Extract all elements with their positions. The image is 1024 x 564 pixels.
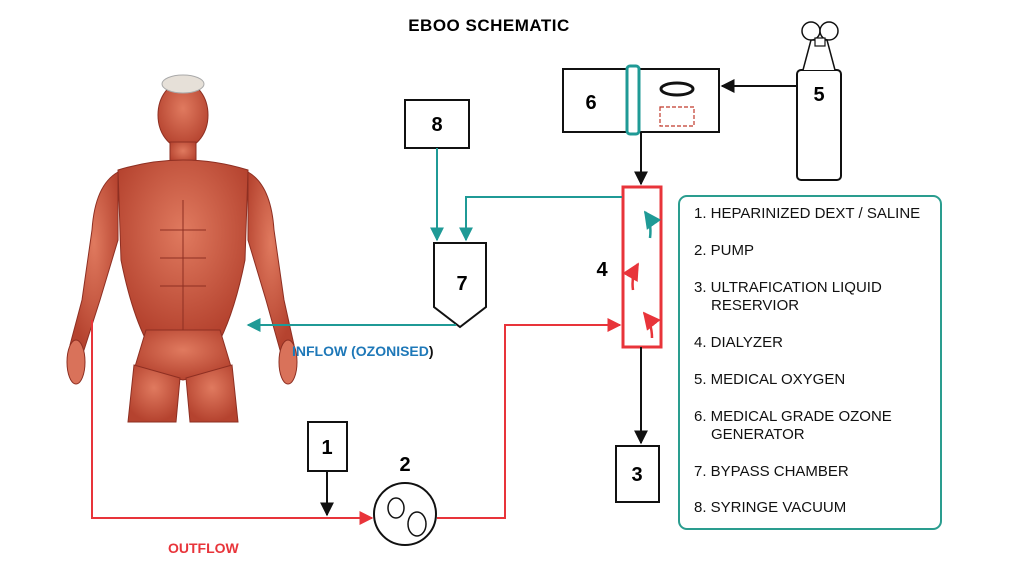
dialyzer-box xyxy=(621,185,663,349)
legend-item: 8. SYRINGE VACUUM xyxy=(694,499,846,516)
legend-item: 1. HEPARINIZED DEXT / SALINE xyxy=(694,205,920,222)
legend-item: GENERATOR xyxy=(711,426,805,443)
reservoir-box xyxy=(615,445,660,503)
label-1: 1 xyxy=(321,437,332,459)
pump-roller-icon-2 xyxy=(407,511,427,537)
diagram-title: EBOO SCHEMATIC xyxy=(408,16,570,35)
legend-item: 2. PUMP xyxy=(694,242,754,259)
dialyzer-blood-flow-icon-upper xyxy=(622,262,640,291)
outflow-label: OUTFLOW xyxy=(168,540,240,556)
legend-item: 4. DIALYZER xyxy=(694,334,783,351)
legend-item: RESERVIOR xyxy=(711,297,799,314)
saline-box xyxy=(307,421,348,472)
dialyzer-ozone-flow-icon xyxy=(643,210,662,239)
label-5: 5 xyxy=(813,84,824,106)
legend-list: 1. HEPARINIZED DEXT / SALINE 2. PUMP 3. … xyxy=(694,205,920,516)
human-body-illustration xyxy=(66,74,298,423)
legend-item: 7. BYPASS CHAMBER xyxy=(694,463,849,480)
dialyzer-to-bypass-line xyxy=(459,196,622,242)
dialyzer-blood-flow-icon-lower xyxy=(642,311,661,339)
label-2: 2 xyxy=(399,454,410,476)
bypass-chamber-shape xyxy=(433,242,487,329)
label-3: 3 xyxy=(631,464,642,486)
ozone-generator-tube-icon xyxy=(625,64,641,136)
legend-panel xyxy=(678,195,942,530)
pump-roller-icon xyxy=(387,497,405,519)
oxygen-cylinder-icon xyxy=(796,21,842,181)
pump-to-dialyzer-line xyxy=(437,318,622,519)
inflow-label: INFLOW (OZONISED) xyxy=(292,343,434,359)
legend-item: 6. MEDICAL GRADE OZONE xyxy=(694,408,892,425)
syringe-vacuum-box xyxy=(404,99,470,149)
legend-item: 5. MEDICAL OXYGEN xyxy=(694,371,845,388)
ozone-ring-icon xyxy=(659,81,695,97)
legend-item: 3. ULTRAFICATION LIQUID xyxy=(694,279,882,296)
label-6: 6 xyxy=(585,92,596,114)
label-8: 8 xyxy=(431,114,442,136)
ozone-chamber-icon xyxy=(659,106,695,127)
label-4: 4 xyxy=(596,259,608,281)
label-7: 7 xyxy=(456,273,467,295)
pump-circle-icon xyxy=(373,482,437,546)
outflow-line xyxy=(91,320,374,525)
